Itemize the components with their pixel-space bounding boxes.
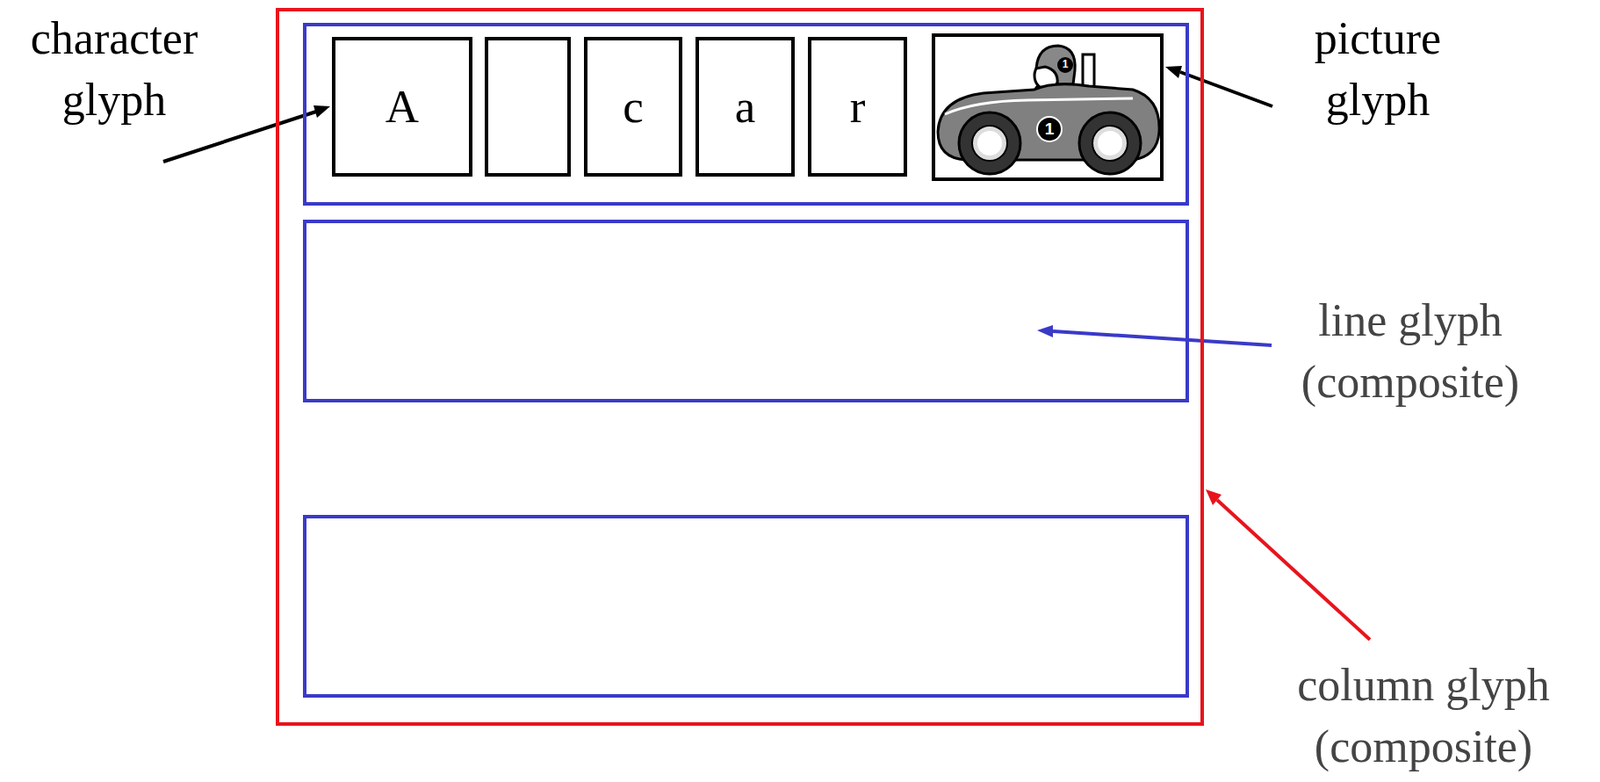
character-glyph: c [583, 36, 683, 177]
line-glyph: Ac a r [302, 22, 1190, 206]
character-glyph [484, 36, 571, 177]
column-glyph: Ac a r [275, 7, 1204, 726]
line-glyph [302, 219, 1190, 403]
character-glyph: a [695, 36, 795, 177]
character-glyph: r [807, 36, 908, 177]
callout-label: line glyph (composite) [1269, 289, 1551, 413]
car-number: 1 [1037, 119, 1062, 139]
line-glyph [302, 514, 1190, 698]
car-number: 1 [1057, 57, 1074, 72]
glyph-character: r [850, 80, 866, 132]
character-glyph: A [331, 36, 473, 177]
glyph-character: A [385, 80, 419, 132]
callout-label: character glyph [4, 7, 224, 131]
glyph-character: c [622, 80, 644, 132]
glyph-character: a [735, 80, 757, 132]
callout-label: picture glyph [1285, 7, 1471, 131]
picture-glyph [931, 33, 1164, 181]
callout-label: column glyph (composite) [1274, 654, 1573, 778]
